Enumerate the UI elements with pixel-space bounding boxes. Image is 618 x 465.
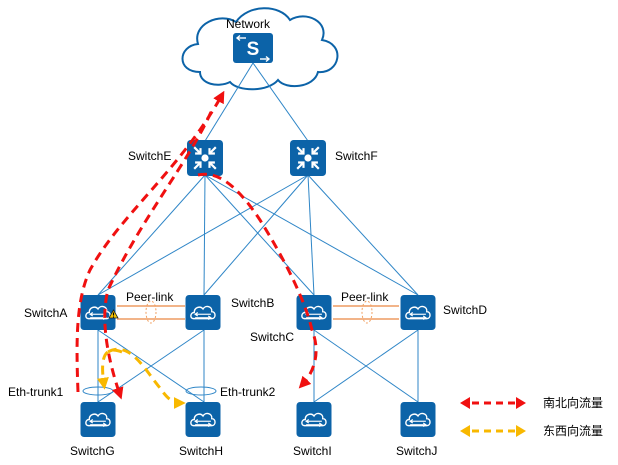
switch-h-label: SwitchH (179, 444, 223, 458)
switch-e-label: SwitchE (128, 149, 171, 163)
legend: 南北向流量 东西向流量 (460, 395, 603, 438)
north-south-flow-network-to-g (103, 111, 213, 400)
switch-a[interactable] (79, 295, 119, 330)
legend-item-east-west: 东西向流量 (460, 423, 603, 438)
link-network-f (252, 62, 309, 142)
eth-trunk1-label: Eth-trunk1 (8, 385, 64, 399)
peer-link-a-b (117, 300, 185, 324)
north-south-flow-g-to-network (75, 90, 225, 393)
link-f-a (97, 174, 309, 296)
svg-text:S: S (247, 39, 260, 60)
switch-g[interactable] (79, 402, 117, 437)
switch-b-label: SwitchB (231, 296, 274, 310)
legend-label-north-south: 南北向流量 (543, 395, 603, 410)
eth-trunk2-label: Eth-trunk2 (220, 385, 276, 399)
switch-f[interactable] (288, 140, 328, 176)
switch-i[interactable] (295, 402, 333, 437)
eth-trunk2-ellipse (185, 386, 217, 396)
legend-item-north-south: 南北向流量 (460, 395, 603, 410)
link-f-b (203, 174, 309, 296)
link-f-d (307, 174, 419, 296)
link-e-b (203, 174, 206, 296)
switch-d[interactable] (399, 295, 437, 330)
peer-link-c-d (333, 300, 399, 324)
switch-j[interactable] (399, 402, 437, 437)
network-label: Network (226, 17, 271, 31)
switch-d-label: SwitchD (443, 303, 487, 317)
switch-b[interactable] (184, 295, 222, 330)
switch-j-label: SwitchJ (396, 444, 437, 458)
switch-a-label: SwitchA (24, 306, 67, 320)
s-switch-icon: S (233, 33, 273, 63)
peer-link-label: Peer-link (341, 290, 389, 304)
peer-link-label: Peer-link (126, 290, 174, 304)
switch-i-label: SwitchI (293, 444, 332, 458)
link-f-c (307, 174, 315, 296)
east-west-flow-a-to-g (97, 348, 123, 390)
switch-f-label: SwitchF (335, 149, 378, 163)
links (97, 62, 419, 403)
legend-label-east-west: 东西向流量 (543, 423, 603, 438)
switch-h[interactable] (184, 402, 222, 437)
warning-icon (108, 309, 119, 319)
link-e-c (204, 174, 315, 296)
switch-g-label: SwitchG (70, 444, 115, 458)
north-south-flow-e-to-i (197, 172, 318, 389)
link-network-e (204, 62, 254, 142)
switch-c-label: SwitchC (250, 330, 294, 344)
east-west-flow-a-to-h (107, 347, 186, 409)
link-d-i (313, 329, 419, 403)
